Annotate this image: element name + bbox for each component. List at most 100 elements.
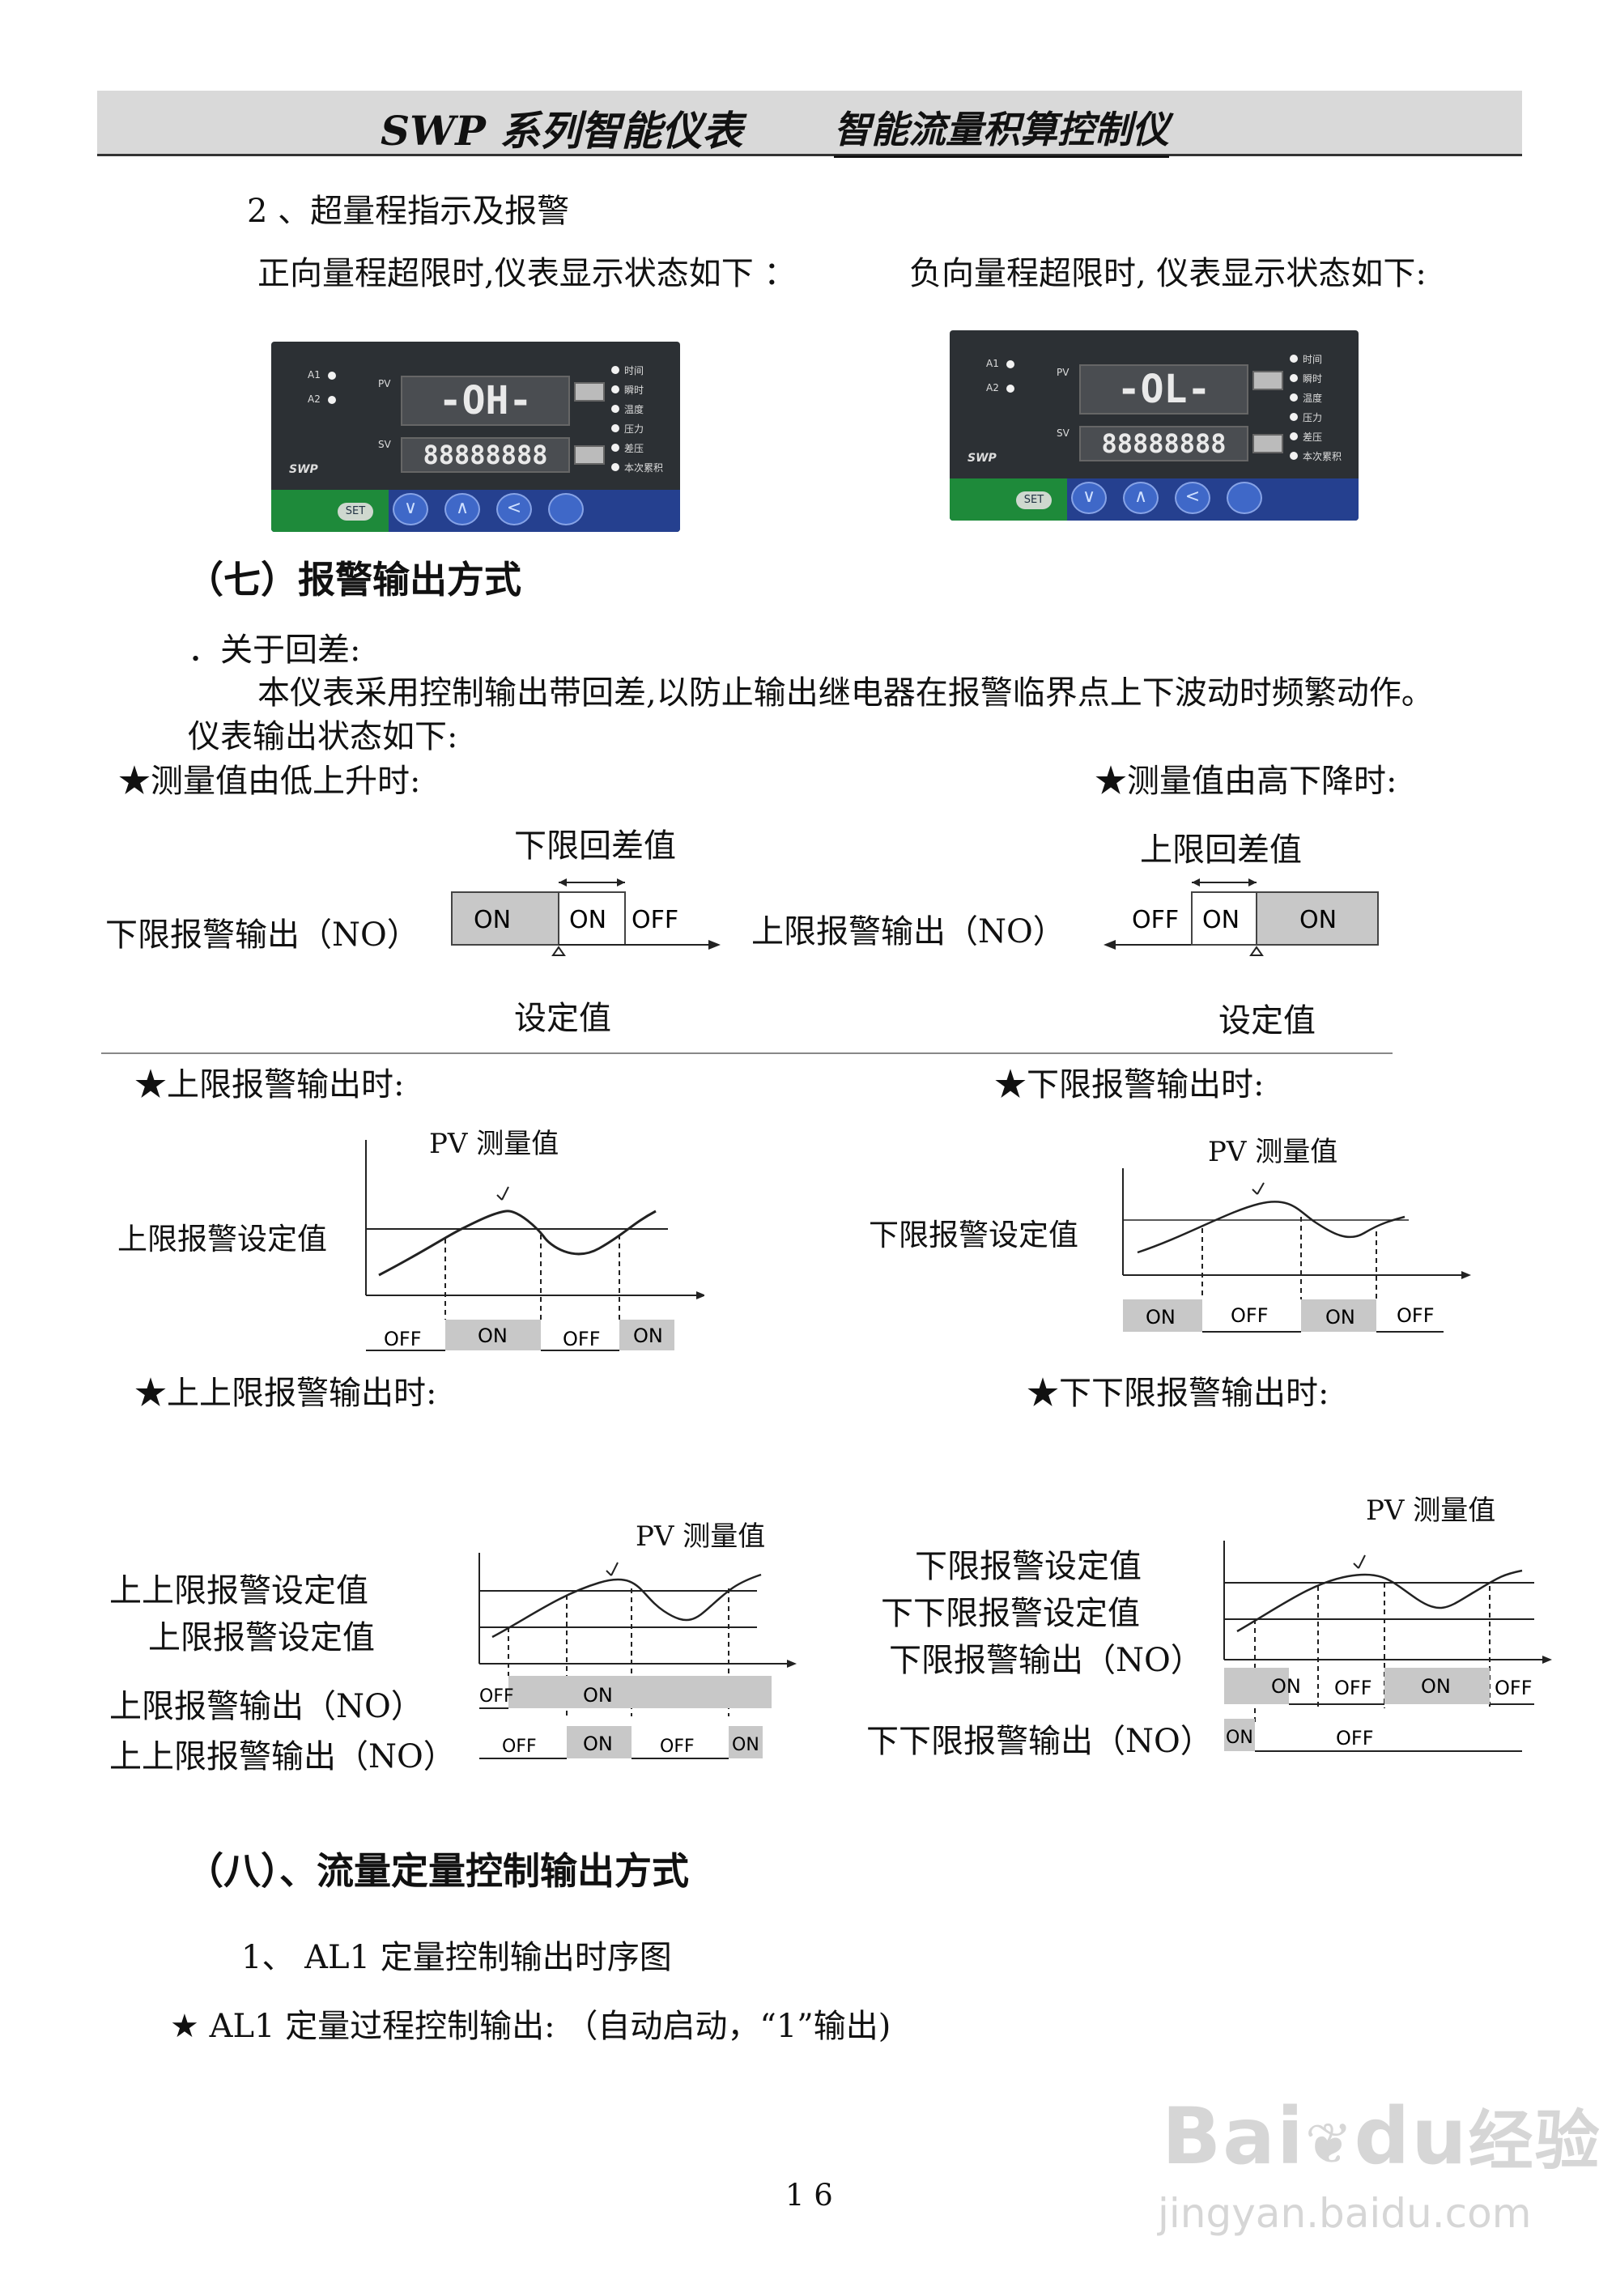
up-key-icon[interactable]: ∧ (1123, 482, 1159, 514)
sv-display: 88888888 (1079, 426, 1248, 461)
arrow-left-icon (1104, 940, 1116, 950)
hi-alarm-chart: OFF ON OFF ON (365, 1140, 704, 1351)
lolo-alarm-chart: ON OFF ON OFF ON OFF (1223, 1541, 1552, 1752)
on-block (508, 1676, 772, 1708)
status-text: 仪表输出状态如下: (188, 718, 458, 755)
on-text: ON (1421, 1675, 1451, 1698)
sv-label: SV (378, 439, 391, 450)
up-key-icon[interactable]: ∧ (444, 493, 480, 525)
hi-set-label-2: 上限报警设定值 (148, 1619, 375, 1656)
high-hys-label: 上限回差值 (1140, 831, 1302, 869)
indicator-led (1290, 355, 1298, 363)
on-text: ON (1325, 1306, 1355, 1329)
hi-set-label: 上限报警设定值 (117, 1222, 327, 1256)
on-block (729, 1726, 763, 1758)
off-text: OFF (1231, 1304, 1269, 1327)
unit-box-2 (1252, 434, 1283, 453)
down-key-icon[interactable]: ∨ (393, 493, 428, 525)
on-text: ON (1299, 906, 1337, 934)
pv-label: PV 测量值 (1366, 1495, 1496, 1527)
swp-logo: SWP (289, 463, 318, 476)
a1-label: A1 (986, 358, 999, 369)
header-title: 智能流量积算控制仪 (834, 100, 1169, 158)
lolo-out-label: 下下限报警输出（NO） (866, 1723, 1213, 1760)
section2-title: 2 、超量程指示及报警 (247, 193, 570, 230)
pos-caption: 正向量程超限时,仪表显示状态如下 ： (257, 255, 797, 292)
watermark-brand: Bai (1162, 2091, 1305, 2182)
baidu-watermark: Bai❦du经验 (1162, 2089, 1601, 2183)
a2-label: A2 (986, 382, 999, 393)
enter-key-icon[interactable] (1227, 482, 1262, 514)
indicator-label: 温度 (1303, 393, 1323, 404)
off-text: OFF (632, 906, 678, 934)
set-key[interactable]: SET (1016, 491, 1052, 509)
lolo-title: ★下下限报警输出时: (1027, 1375, 1329, 1412)
enter-key-icon[interactable] (548, 493, 584, 525)
watermark-jingyan: 经验 (1468, 2103, 1601, 2179)
low-hysteresis-diagram: ON ON OFF (451, 878, 721, 956)
indicator-led (611, 424, 619, 432)
left-key-icon[interactable]: < (496, 493, 532, 525)
low-hys-label: 下限回差值 (514, 827, 676, 865)
indicator-led (611, 444, 619, 452)
indicator-led (611, 463, 619, 471)
on-text: ON (1202, 906, 1240, 934)
pv-display: -OL- (1079, 364, 1248, 415)
watermark-url: jingyan.baidu.com (1158, 2190, 1532, 2237)
pv-display: -OH- (401, 376, 570, 426)
off-text: OFF (384, 1328, 422, 1350)
on-block (1224, 1668, 1289, 1704)
unit-box (574, 382, 605, 402)
lo-title: ★下限报警输出时: (994, 1066, 1265, 1103)
on-block (1256, 891, 1379, 946)
fall-title: ★测量值由高下降时: (1095, 763, 1397, 800)
hi-title: ★上限报警输出时: (134, 1066, 405, 1103)
off-text: OFF (563, 1328, 601, 1350)
pv-label: PV 测量值 (636, 1520, 766, 1553)
indicator-label: 本次累积 (624, 462, 664, 474)
a1-led (1006, 360, 1014, 368)
unit-box (1252, 371, 1283, 390)
pv-label: PV (378, 378, 391, 389)
on-block-hys (1191, 891, 1257, 946)
pv-label: PV 测量值 (1208, 1136, 1338, 1168)
high-hysteresis-diagram: OFF ON ON (1104, 878, 1379, 956)
a1-label: A1 (308, 369, 321, 381)
indicator-label: 差压 (624, 443, 644, 454)
on-block (567, 1726, 632, 1758)
pv-label: PV (1057, 367, 1070, 378)
hihi-alarm-chart: OFF ON OFF ON OFF ON (478, 1553, 797, 1759)
off-text: OFF (1334, 1677, 1372, 1699)
off-text: OFF (660, 1737, 695, 1757)
down-key-icon[interactable]: ∨ (1071, 482, 1107, 514)
swp-logo: SWP (967, 452, 997, 465)
indicator-label: 时间 (1303, 354, 1323, 365)
on-text: ON (583, 1684, 613, 1707)
sv-label: SV (1057, 427, 1070, 439)
left-key-icon[interactable]: < (1175, 482, 1210, 514)
section8-item1-sub: ★ AL1 定量过程控制输出: （自动启动，“1”输出) (170, 2008, 891, 2045)
on-block (1384, 1668, 1490, 1704)
lo-set-label: 下限报警设定值 (869, 1218, 1078, 1252)
indicator-label: 压力 (1303, 412, 1323, 423)
on-block (1301, 1299, 1376, 1332)
indicator-led (1290, 413, 1298, 421)
meter-panel-negative: A1 A2 PV SV -OL- 88888888 SWP 时间 瞬时 温度 压… (950, 330, 1359, 521)
indicator-led (611, 385, 619, 393)
lo-out-label: 下限报警输出（NO） (889, 1642, 1203, 1679)
rise-title: ★测量值由低上升时: (118, 763, 421, 800)
lo-alarm-chart: ON OFF ON OFF (1122, 1168, 1471, 1333)
set-key[interactable]: SET (338, 503, 373, 521)
indicator-label: 差压 (1303, 432, 1323, 443)
on-text: ON (633, 1324, 663, 1347)
indicator-led (611, 405, 619, 413)
pv-label: PV 测量值 (429, 1128, 559, 1160)
setpoint-marker-icon (1249, 946, 1264, 956)
indicator-led (1290, 432, 1298, 440)
on-text: ON (569, 906, 606, 934)
section8-title: （八）、流量定量控制输出方式 (186, 1849, 689, 1893)
a2-led (1006, 385, 1014, 393)
hihi-out-label: 上上限报警输出（NO） (109, 1738, 456, 1775)
lolo-set-label: 下下限报警设定值 (881, 1595, 1140, 1632)
indicator-label: 瞬时 (1303, 373, 1323, 385)
